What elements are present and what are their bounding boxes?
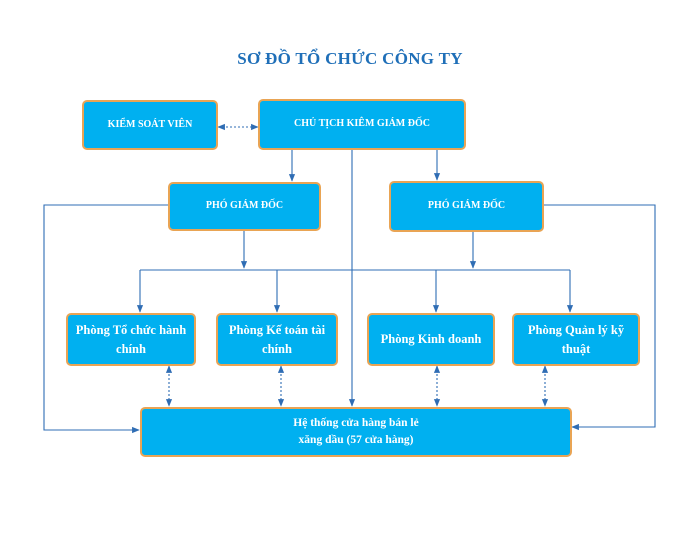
dept-admin-box: Phòng Tổ chức hành chính — [66, 313, 196, 366]
dept-business-label: Phòng Kinh doanh — [380, 332, 482, 347]
deputy-left-box: PHÓ GIÁM ĐỐC — [168, 182, 321, 231]
controller-label: KIỂM SOÁT VIÊN — [107, 118, 193, 130]
chart-title: SƠ ĐỒ TỔ CHỨC CÔNG TY — [237, 49, 463, 68]
deputy-right-box: PHÓ GIÁM ĐỐC — [389, 181, 544, 232]
dept-technical-label: Phòng Quản lý kỹ thuật — [527, 323, 625, 356]
dept-finance-box: Phòng Kế toán tài chính — [216, 313, 338, 366]
deputy-right-to-stores — [544, 204, 656, 431]
dept-technical-box: Phòng Quản lý kỹ thuật — [512, 313, 640, 366]
chairman-label: CHỦ TỊCH KIÊM GIÁM ĐỐC — [294, 118, 430, 130]
controller-box: KIỂM SOÁT VIÊN — [82, 100, 218, 150]
dept-finance-label: Phòng Kế toán tài chính — [228, 323, 326, 356]
store-system-line2: xăng dầu (57 cửa hàng) — [298, 434, 414, 446]
deputy-left-to-stores — [43, 204, 168, 434]
deputy-left-label: PHÓ GIÁM ĐỐC — [205, 200, 284, 212]
chairman-box: CHỦ TỊCH KIÊM GIÁM ĐỐC — [258, 99, 466, 150]
dept-admin-label: Phòng Tổ chức hành chính — [75, 323, 187, 356]
store-system-line1: Hệ thống cửa hàng bán lẻ — [293, 417, 419, 430]
deputy-right-label: PHÓ GIÁM ĐỐC — [427, 200, 506, 212]
store-system-box: Hệ thống cửa hàng bán lẻ xăng dầu (57 cử… — [140, 407, 572, 457]
dept-business-box: Phòng Kinh doanh — [367, 313, 495, 366]
